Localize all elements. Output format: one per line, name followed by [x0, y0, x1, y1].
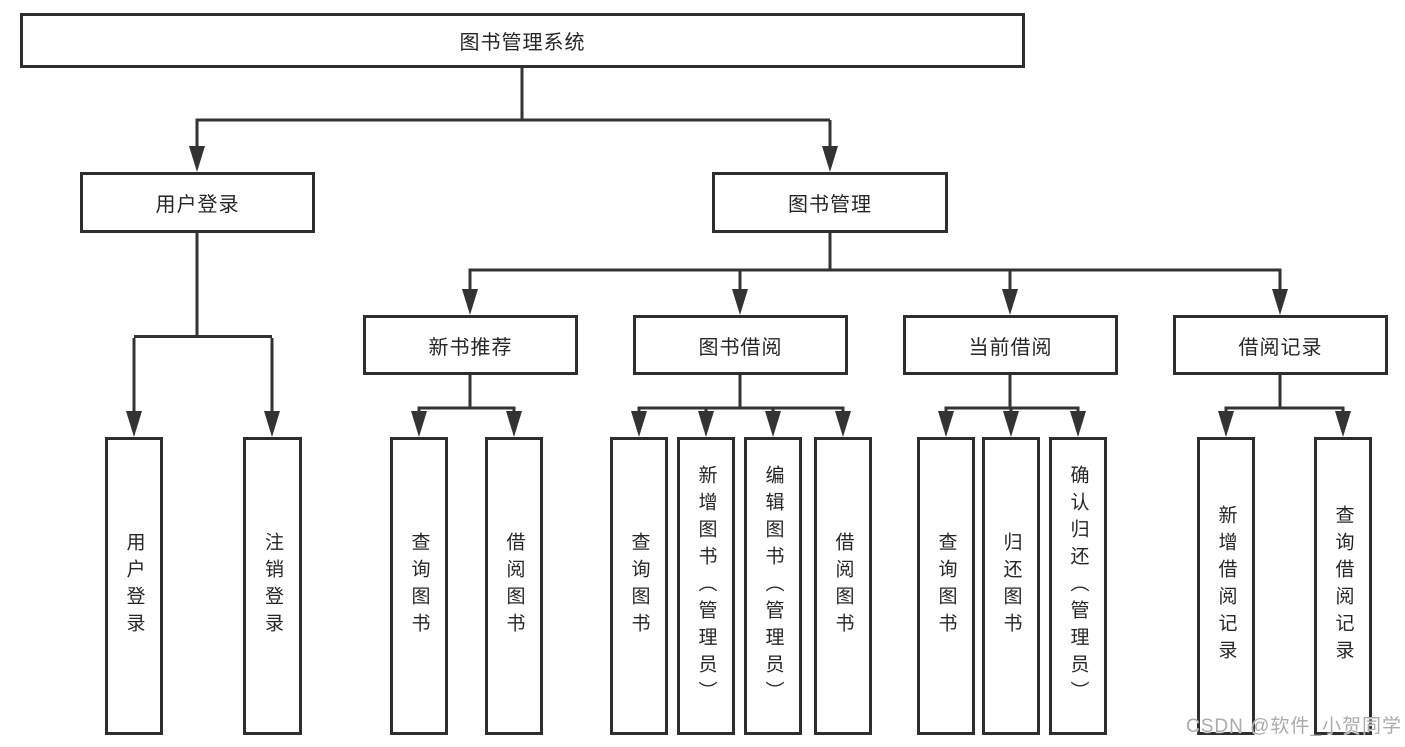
- root-node-library-system: 图书管理系统: [20, 13, 1025, 68]
- leaf-borrow-books-borrowing-label: 借阅图书: [832, 532, 854, 640]
- leaf-user-login-label: 用户登录: [123, 532, 145, 640]
- leaf-logout: 注销登录: [243, 437, 302, 735]
- leaf-borrow-books-recommend: 借阅图书: [485, 437, 543, 735]
- node-borrowing-records: 借阅记录: [1173, 315, 1388, 375]
- leaf-user-login: 用户登录: [105, 437, 163, 735]
- leaf-query-books-borrowing-label: 查询图书: [628, 532, 650, 640]
- node-book-borrowing: 图书借阅: [633, 315, 848, 375]
- leaf-confirm-return-admin: 确认归还（管理员）: [1049, 437, 1107, 735]
- leaf-return-book: 归还图书: [982, 437, 1040, 735]
- leaf-query-books-current-label: 查询图书: [935, 532, 957, 640]
- leaf-logout-label: 注销登录: [262, 532, 283, 640]
- leaf-add-book-admin: 新增图书（管理员）: [677, 437, 735, 735]
- leaf-return-book-label: 归还图书: [1000, 532, 1022, 640]
- node-new-book-recommend: 新书推荐: [363, 315, 578, 375]
- leaf-query-borrow-record: 查询借阅记录: [1314, 437, 1372, 735]
- csdn-watermark: CSDN @软件_小贺同学: [1186, 716, 1402, 737]
- leaf-add-borrow-record: 新增借阅记录: [1197, 437, 1255, 735]
- node-current-borrowing: 当前借阅: [903, 315, 1118, 375]
- leaf-query-books-current: 查询图书: [917, 437, 975, 735]
- leaf-query-books-borrowing: 查询图书: [610, 437, 668, 735]
- leaf-borrow-books-recommend-label: 借阅图书: [503, 532, 525, 640]
- leaf-edit-book-admin: 编辑图书（管理员）: [744, 437, 802, 735]
- node-user-login: 用户登录: [80, 172, 315, 233]
- leaf-edit-book-admin-label: 编辑图书（管理员）: [762, 464, 784, 708]
- leaf-add-borrow-record-label: 新增借阅记录: [1215, 505, 1237, 667]
- leaf-borrow-books-borrowing: 借阅图书: [814, 437, 872, 735]
- leaf-query-books-recommend: 查询图书: [390, 437, 448, 735]
- leaf-confirm-return-admin-label: 确认归还（管理员）: [1067, 464, 1089, 708]
- node-book-management: 图书管理: [712, 172, 948, 233]
- leaf-query-books-recommend-label: 查询图书: [408, 532, 430, 640]
- leaf-add-book-admin-label: 新增图书（管理员）: [695, 464, 717, 708]
- leaf-query-borrow-record-label: 查询借阅记录: [1332, 505, 1354, 667]
